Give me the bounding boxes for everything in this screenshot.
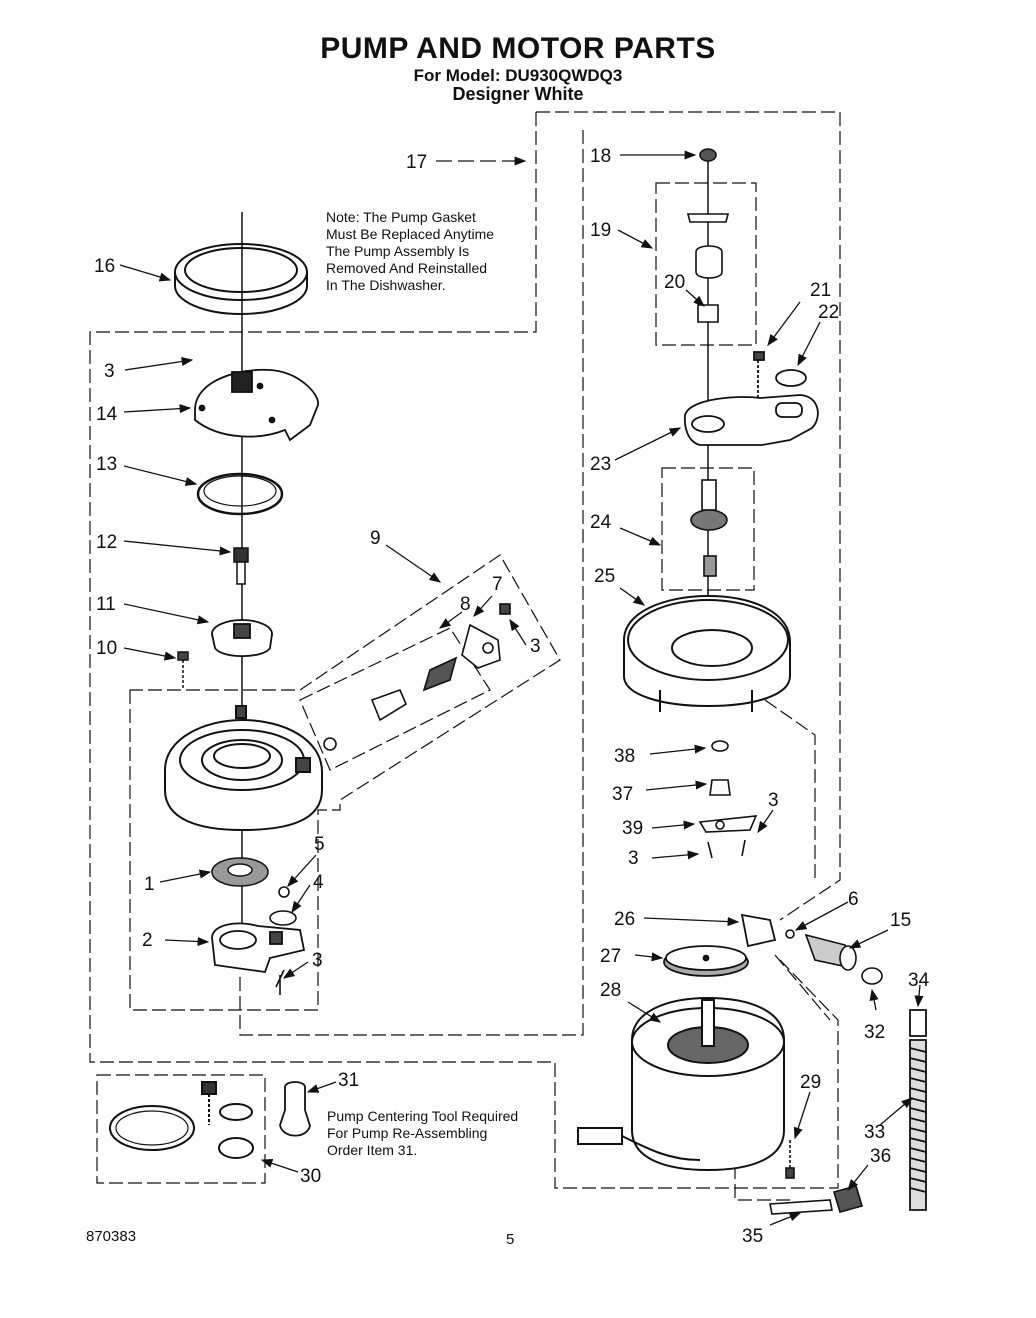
page-title: PUMP AND MOTOR PARTS <box>320 32 716 65</box>
callout-25: 25 <box>594 566 615 587</box>
callout-20: 20 <box>664 272 685 293</box>
callout-13: 13 <box>96 454 117 475</box>
callout-26: 26 <box>614 909 635 930</box>
assembly-axes <box>241 160 709 960</box>
motor-screw <box>785 1140 795 1179</box>
pump-housing <box>164 705 323 832</box>
drain-fitting-set <box>698 740 758 859</box>
callout-3f: 3 <box>628 848 639 869</box>
callout-37: 37 <box>612 784 633 805</box>
page-number: 5 <box>506 1231 515 1248</box>
callout-3e: 3 <box>768 790 779 811</box>
strainer-filter <box>211 857 269 887</box>
callout-39: 39 <box>622 818 643 839</box>
upper-seal-stack <box>686 148 730 323</box>
pump-base <box>211 922 306 973</box>
callout-29: 29 <box>800 1072 821 1093</box>
callout-11: 11 <box>96 594 116 615</box>
callout-21: 21 <box>810 280 831 301</box>
callout-10: 10 <box>96 638 117 659</box>
callout-19: 19 <box>590 220 611 241</box>
callout-31: 31 <box>338 1070 359 1091</box>
callout-1: 1 <box>144 874 155 895</box>
callout-2: 2 <box>142 930 153 951</box>
screw-10 <box>177 651 189 690</box>
callout-28: 28 <box>600 980 621 1001</box>
pump-repair-kit <box>109 1081 254 1159</box>
pump-cover-plate <box>194 368 319 442</box>
solenoid-and-clamp <box>785 929 883 985</box>
callout-7: 7 <box>492 574 503 595</box>
callout-3a: 3 <box>104 361 115 382</box>
assembly-boundaries <box>89 111 841 1201</box>
callout-38: 38 <box>614 746 635 767</box>
callout-34: 34 <box>908 970 930 991</box>
callout-8: 8 <box>460 594 471 615</box>
callout-32: 32 <box>864 1022 885 1043</box>
drain-valve-assembly <box>323 603 511 751</box>
pump-seal-gasket <box>196 472 284 516</box>
document-number: 870383 <box>86 1228 137 1245</box>
heater-terminal-parts <box>769 1185 864 1215</box>
callout-18: 18 <box>590 146 611 167</box>
callout-33: 33 <box>864 1122 885 1143</box>
model-line: For Model: DU930QWDQ3 <box>413 66 623 85</box>
callout-4: 4 <box>313 872 324 893</box>
callout-35: 35 <box>742 1226 763 1247</box>
callout-numbers: 17 18 19 20 21 22 23 24 25 38 37 3 39 3 … <box>94 146 930 1247</box>
pump-gasket-note: Note: The Pump Gasket Must Be Replaced A… <box>326 209 495 293</box>
callout-17: 17 <box>406 152 427 173</box>
impeller-nut <box>233 547 249 585</box>
pump-centering-tool <box>279 1081 311 1137</box>
motor-shaft-coupling <box>690 479 728 577</box>
callout-30: 30 <box>300 1166 321 1187</box>
drain-hose <box>909 1009 927 1211</box>
impeller <box>211 619 273 658</box>
callout-3c: 3 <box>312 950 323 971</box>
leader-lines <box>119 150 924 1226</box>
seal-housing <box>683 394 819 446</box>
callout-12: 12 <box>96 532 117 553</box>
callout-5: 5 <box>314 834 325 855</box>
callout-27: 27 <box>600 946 621 967</box>
callout-3b: 3 <box>530 636 541 657</box>
callout-9: 9 <box>370 528 381 549</box>
callout-24: 24 <box>590 512 612 533</box>
callout-16: 16 <box>94 256 115 277</box>
callout-6: 6 <box>848 889 859 910</box>
pump-gasket-ring <box>174 243 308 315</box>
small-o-ring-parts <box>269 886 297 995</box>
centering-tool-note: Pump Centering Tool Required For Pump Re… <box>327 1108 519 1158</box>
callout-15: 15 <box>890 910 911 931</box>
pump-motor <box>577 996 785 1172</box>
callout-23: 23 <box>590 454 611 475</box>
motor-mount-housing <box>623 594 791 712</box>
callout-36: 36 <box>870 1146 891 1167</box>
callout-14: 14 <box>96 404 118 425</box>
callout-22: 22 <box>818 302 839 323</box>
color-line: Designer White <box>452 84 584 104</box>
motor-bracket-and-cap <box>663 913 777 977</box>
